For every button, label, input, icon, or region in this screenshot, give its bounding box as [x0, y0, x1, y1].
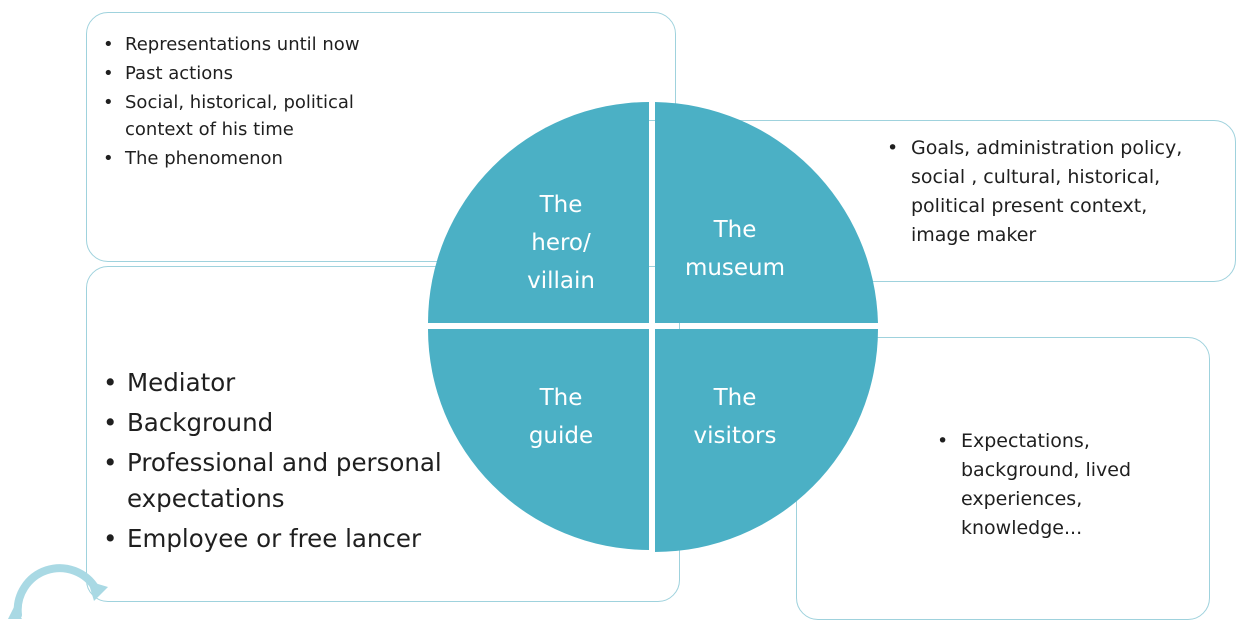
quadrant-label-guide: The guide	[528, 385, 594, 449]
bullet-icon: •	[103, 34, 114, 55]
list-item: •Social, historical, political context o…	[103, 89, 443, 143]
bullet-icon: •	[103, 92, 114, 113]
list-item: •Professional and personal expectations	[103, 445, 523, 517]
bullet-icon: •	[103, 63, 114, 84]
cycle-arrows-icon	[8, 564, 108, 619]
list-item: •Background	[103, 405, 523, 441]
quadrant-label-visitors: The visitors	[693, 385, 777, 449]
hero-villain-list: •Representations until now •Past actions…	[103, 31, 443, 174]
quadrant-label-hero-villain: The hero/ villain	[527, 192, 595, 294]
quadrant-circle	[428, 102, 878, 552]
quadrant-visitors	[655, 329, 878, 552]
bullet-icon: •	[937, 430, 949, 452]
quadrant-hero-villain	[428, 102, 649, 323]
bullet-icon: •	[103, 448, 118, 477]
quadrant-label-museum: The museum	[684, 217, 786, 281]
quadrant-guide	[428, 329, 649, 550]
quadrant-museum	[655, 102, 878, 323]
bullet-icon: •	[103, 524, 118, 553]
list-item: •Goals, administration policy, social , …	[887, 134, 1232, 250]
bullet-icon: •	[103, 408, 118, 437]
bullet-icon: •	[103, 368, 118, 397]
list-item: •The phenomenon	[103, 145, 443, 172]
list-item: •Past actions	[103, 60, 443, 87]
list-item: •Expectations, background, lived experie…	[937, 427, 1202, 543]
museum-list: •Goals, administration policy, social , …	[887, 134, 1232, 250]
list-item: •Representations until now	[103, 31, 443, 58]
guide-list: •Mediator •Background •Professional and …	[103, 365, 523, 561]
list-item: •Mediator	[103, 365, 523, 401]
bullet-icon: •	[887, 137, 899, 159]
bullet-icon: •	[103, 148, 114, 169]
list-item: •Employee or free lancer	[103, 521, 523, 557]
visitors-list: •Expectations, background, lived experie…	[937, 427, 1202, 543]
